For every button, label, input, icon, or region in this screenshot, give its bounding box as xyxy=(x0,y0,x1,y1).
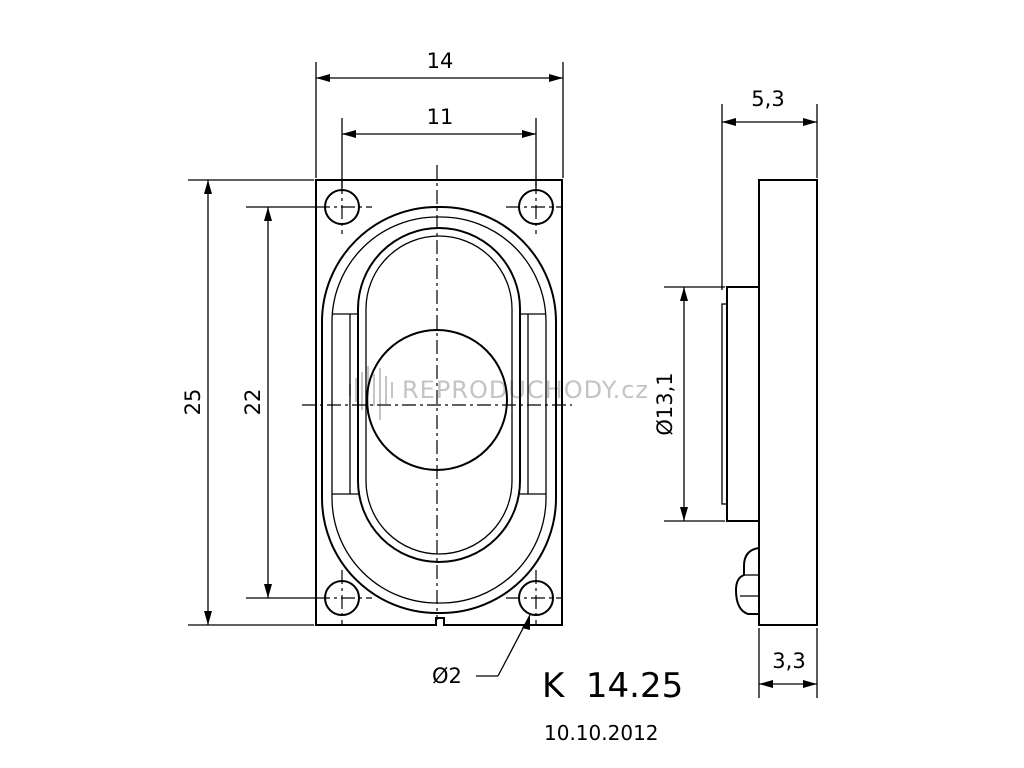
dim-hole-diameter-label: Ø2 xyxy=(432,664,462,688)
dim-overall-height: 25 xyxy=(181,179,314,626)
dim-hole-diameter: Ø2 xyxy=(432,614,531,688)
dim-overall-width-label: 14 xyxy=(427,49,454,73)
side-body xyxy=(758,179,818,626)
dim-overall-height-label: 25 xyxy=(181,389,205,416)
dim-depth: 5,3 xyxy=(721,87,818,290)
hole-centerlines xyxy=(316,180,562,625)
dim-overall-width: 14 xyxy=(315,49,564,178)
watermark-soundwave-icon xyxy=(349,366,393,420)
front-view xyxy=(302,165,572,626)
model-title: K 14.25 xyxy=(542,666,683,706)
side-terminal xyxy=(734,547,760,615)
dim-depth-label: 5,3 xyxy=(751,87,784,111)
dim-hole-spacing-height-label: 22 xyxy=(241,389,265,416)
watermark: REPRODUCHODY.cz xyxy=(349,366,649,420)
dim-magnet-diameter-label: Ø13,1 xyxy=(653,372,677,435)
dim-hole-spacing-width-label: 11 xyxy=(427,105,454,129)
side-magnet-cap xyxy=(721,303,728,505)
watermark-text: REPRODUCHODY.cz xyxy=(402,376,649,404)
dim-terminal-depth-label: 3,3 xyxy=(772,649,805,673)
front-frame-outline xyxy=(315,179,563,626)
membrane-stadium-inner xyxy=(365,235,513,555)
side-view xyxy=(721,179,818,626)
drawing-date: 10.10.2012 xyxy=(544,721,659,745)
membrane-stadium xyxy=(357,227,521,563)
dim-magnet-diameter: Ø13,1 xyxy=(653,286,725,522)
dim-hole-spacing-width: 11 xyxy=(341,105,537,188)
outer-oval-inner xyxy=(331,216,547,604)
outer-oval xyxy=(321,206,557,614)
dim-hole-spacing-height: 22 xyxy=(241,206,316,599)
dim-terminal-depth: 3,3 xyxy=(758,628,818,698)
side-magnet xyxy=(726,286,760,522)
